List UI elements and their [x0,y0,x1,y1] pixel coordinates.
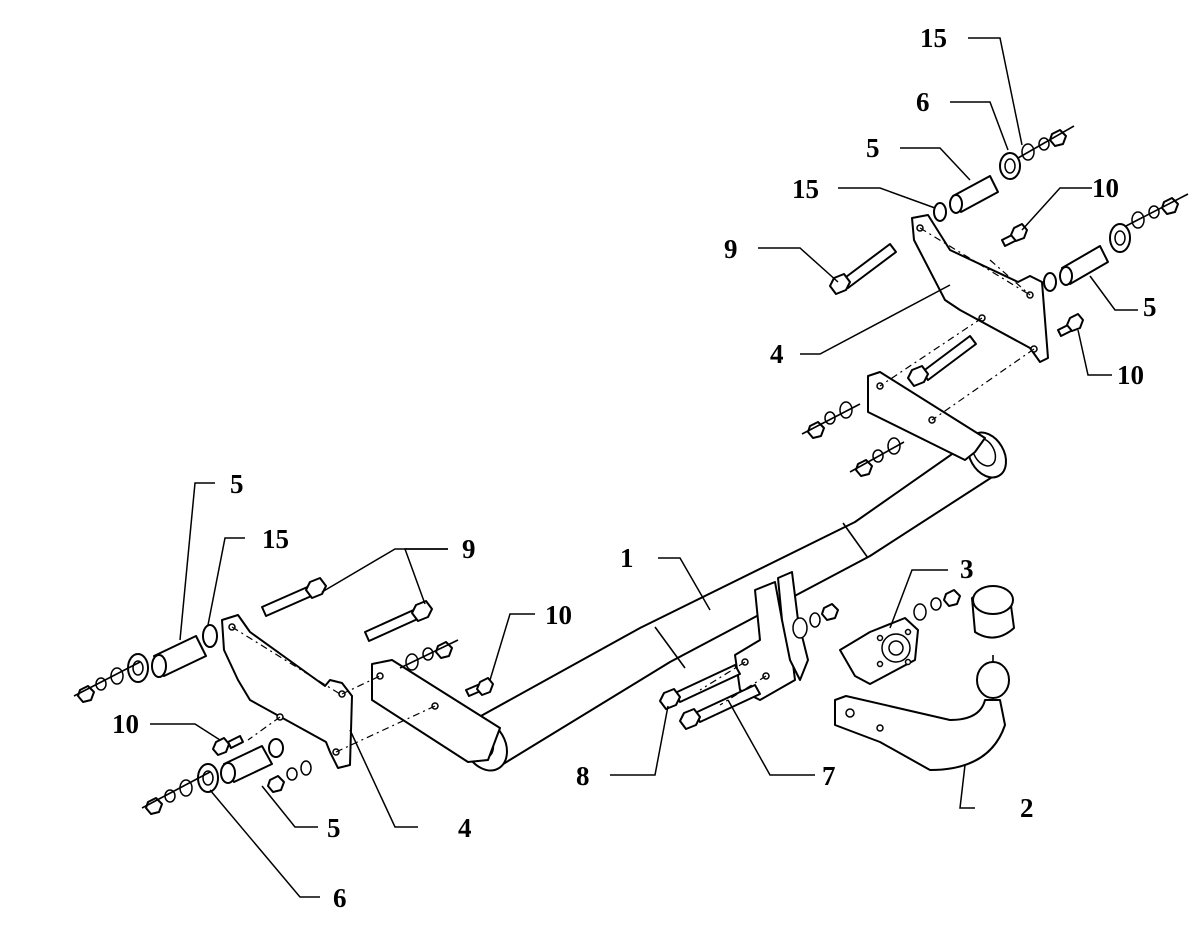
right-bracket-4 [911,214,1049,363]
socket-plate-3 [839,589,961,685]
callout-labels: 1 2 3 4 4 5 5 5 5 6 6 7 8 9 9 10 10 10 1… [112,23,1157,913]
callout-10-right-upper: 10 [1092,173,1119,203]
callout-1: 1 [620,543,634,573]
bolt-10-right-upper [1001,223,1028,247]
spacer-5-right-upper [933,152,1021,222]
assembly-centerlines [231,227,1035,753]
callout-10-left: 10 [112,709,139,739]
spacer-5-right-lower [1043,223,1131,292]
callout-5-right-upper: 5 [866,133,880,163]
bolt-9-left-upper [261,577,327,617]
tow-ball-2 [834,585,1015,771]
callout-10-center: 10 [545,600,572,630]
spacer-5-left-upper [127,624,218,683]
left-bracket-4 [221,614,353,769]
nut-stack-right-upper [1017,125,1075,161]
bolt-10-center [465,677,494,697]
leader-lines [150,37,1138,898]
callout-3: 3 [960,554,974,584]
callout-6-left: 6 [333,883,347,913]
bolt-8 [659,664,741,710]
callout-5-left-upper: 5 [230,469,244,499]
callout-4-right: 4 [770,339,784,369]
nut-stack-center-lower [267,760,312,793]
callout-8: 8 [576,761,590,791]
callout-9-right: 9 [724,234,738,264]
nut-stack-left-lower [141,771,211,815]
bolt-9-right-lower [907,335,977,387]
callout-6-right: 6 [916,87,930,117]
bolt-9-right-upper [829,243,897,295]
callout-5-right-lower: 5 [1143,292,1157,322]
callout-9-left: 9 [462,534,476,564]
callout-15-right-middle: 15 [792,174,819,204]
callout-4-left: 4 [458,813,472,843]
nut-stack-center [792,603,839,639]
left-end-plate [371,659,501,763]
right-end-plate [867,371,986,461]
nut-stack-right-plate [801,401,905,477]
callout-15-right-top: 15 [920,23,947,53]
nut-stack-center-left [399,639,459,671]
callout-5-left-lower: 5 [327,813,341,843]
nut-stack-right-lower [1125,193,1189,229]
bolt-10-left [212,735,244,756]
callout-2: 2 [1020,793,1034,823]
bolt-10-right-lower [1057,313,1084,337]
bolt-7 [679,684,761,730]
callout-10-right-lower: 10 [1117,360,1144,390]
nut-stack-left-upper [73,661,141,703]
callout-15-left: 15 [262,524,289,554]
bolt-9-left-lower [364,600,433,642]
callout-7: 7 [822,761,836,791]
